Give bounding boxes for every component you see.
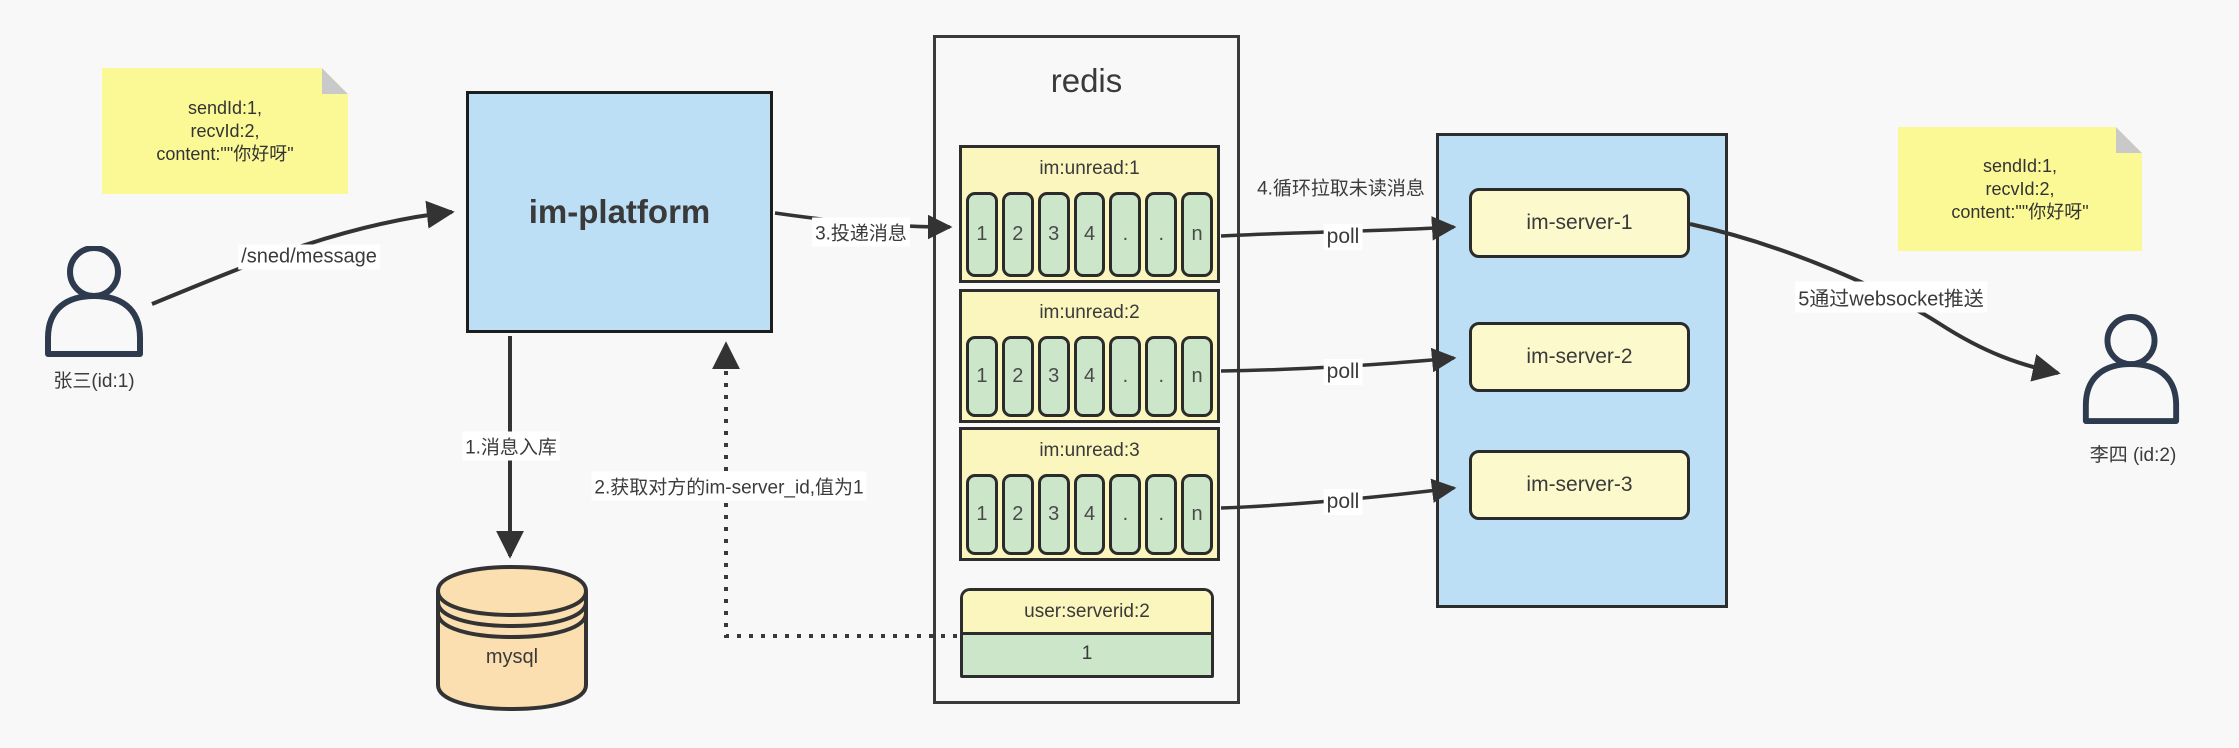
note-line: sendId:1, xyxy=(187,97,263,118)
queue-cell[interactable]: 1 xyxy=(966,336,998,417)
user-icon-sender[interactable] xyxy=(40,246,148,358)
user-icon-receiver[interactable] xyxy=(2078,314,2184,426)
im-server-1-box[interactable]: im-server-1 xyxy=(1469,188,1690,258)
cylinder-ring xyxy=(436,612,588,640)
note-line: content:""你好呀" xyxy=(1951,201,2089,222)
redis-queue-unread-2[interactable]: im:unread:2 1 2 3 4 . . n xyxy=(959,289,1220,423)
queue-cell[interactable]: 4 xyxy=(1073,192,1106,277)
queue-cell[interactable]: . xyxy=(1109,474,1142,555)
queue-cell[interactable]: 1 xyxy=(966,474,998,555)
user-body xyxy=(45,293,143,357)
note-line: recvId:2, xyxy=(190,120,260,141)
im-server-2-label: im-server-2 xyxy=(1526,345,1633,368)
queue-cell[interactable]: 3 xyxy=(1037,474,1070,555)
redis-container[interactable]: redis im:unread:1 1 2 3 4 . . n im:unrea… xyxy=(933,35,1240,704)
im-server-1-label: im-server-1 xyxy=(1526,211,1633,234)
queue-cell[interactable]: n xyxy=(1181,192,1214,277)
sticky-note-sender-message[interactable]: sendId:1, recvId:2, content:""你好呀" xyxy=(102,68,348,194)
edge-label-step3: 3.投递消息 xyxy=(812,217,910,247)
user-head xyxy=(67,246,121,299)
queue-name: im:unread:2 xyxy=(1039,302,1140,323)
im-server-3-box[interactable]: im-server-3 xyxy=(1469,450,1690,520)
note-line: recvId:2, xyxy=(1985,178,2055,199)
edge-label-step1: 1.消息入库 xyxy=(462,431,560,461)
edge-label-poll-1: poll xyxy=(1323,224,1363,250)
mysql-label: mysql xyxy=(485,646,539,668)
im-platform-label: im-platform xyxy=(528,193,711,230)
im-server-3-label: im-server-3 xyxy=(1526,473,1633,496)
note-fold-icon xyxy=(322,68,348,94)
edge-label-step5: 5通过websocket推送 xyxy=(1795,281,1987,313)
queue-cell[interactable]: . xyxy=(1109,336,1142,417)
queue-cells: 1 2 3 4 . . n xyxy=(966,192,1214,277)
queue-cell[interactable]: 2 xyxy=(1001,474,1034,555)
note-fold-icon xyxy=(2116,127,2142,153)
note-line: sendId:1, xyxy=(1982,155,2058,176)
cylinder-ring xyxy=(436,601,588,629)
edge-label-poll-3: poll xyxy=(1323,489,1363,515)
redis-queue-unread-1[interactable]: im:unread:1 1 2 3 4 . . n xyxy=(959,145,1220,283)
im-platform-box[interactable]: im-platform xyxy=(466,91,773,333)
sender-label: 张三(id:1) xyxy=(53,371,135,392)
queue-cell[interactable]: 3 xyxy=(1037,192,1070,277)
redis-title: redis xyxy=(1050,62,1123,99)
kv-key: user:serverid:2 xyxy=(963,591,1211,635)
note-line: content:""你好呀" xyxy=(156,143,294,164)
queue-cell[interactable]: n xyxy=(1181,336,1214,417)
queue-cell[interactable]: . xyxy=(1145,192,1178,277)
receiver-label: 李四 (id:2) xyxy=(2089,445,2177,466)
redis-queue-unread-3[interactable]: im:unread:3 1 2 3 4 . . n xyxy=(959,427,1220,561)
queue-cell[interactable]: 3 xyxy=(1037,336,1070,417)
queue-cell[interactable]: 4 xyxy=(1073,474,1106,555)
queue-cell[interactable]: 4 xyxy=(1073,336,1106,417)
im-server-group[interactable]: im-server-1 im-server-2 im-server-3 xyxy=(1436,133,1728,608)
cylinder-ring xyxy=(436,590,588,618)
database-cylinder-icon[interactable] xyxy=(434,563,590,713)
queue-cell[interactable]: n xyxy=(1181,474,1214,555)
kv-value: 1 xyxy=(963,635,1211,675)
queue-cells: 1 2 3 4 . . n xyxy=(966,474,1214,555)
queue-cells: 1 2 3 4 . . n xyxy=(966,336,1214,417)
edge-label-step4: 4.循环拉取未读消息 xyxy=(1257,178,1425,200)
queue-name: im:unread:3 xyxy=(1039,440,1140,461)
user-body xyxy=(2082,361,2180,424)
queue-cell[interactable]: . xyxy=(1145,336,1178,417)
queue-cell[interactable]: 2 xyxy=(1001,192,1034,277)
queue-name: im:unread:1 xyxy=(1039,158,1140,179)
edge-label-send: /sned/message xyxy=(238,244,380,270)
redis-kv-user-serverid[interactable]: user:serverid:2 1 xyxy=(960,588,1214,678)
queue-cell[interactable]: 2 xyxy=(1001,336,1034,417)
queue-cell[interactable]: . xyxy=(1145,474,1178,555)
queue-cell[interactable]: 1 xyxy=(966,192,998,277)
user-head xyxy=(2104,314,2158,368)
edge-label-poll-2: poll xyxy=(1323,359,1363,385)
im-server-2-box[interactable]: im-server-2 xyxy=(1469,322,1690,392)
sticky-note-receiver-message[interactable]: sendId:1, recvId:2, content:""你好呀" xyxy=(1898,127,2142,251)
edge-label-step2: 2.获取对方的im-server_id,值为1 xyxy=(591,471,867,501)
queue-cell[interactable]: . xyxy=(1109,192,1142,277)
